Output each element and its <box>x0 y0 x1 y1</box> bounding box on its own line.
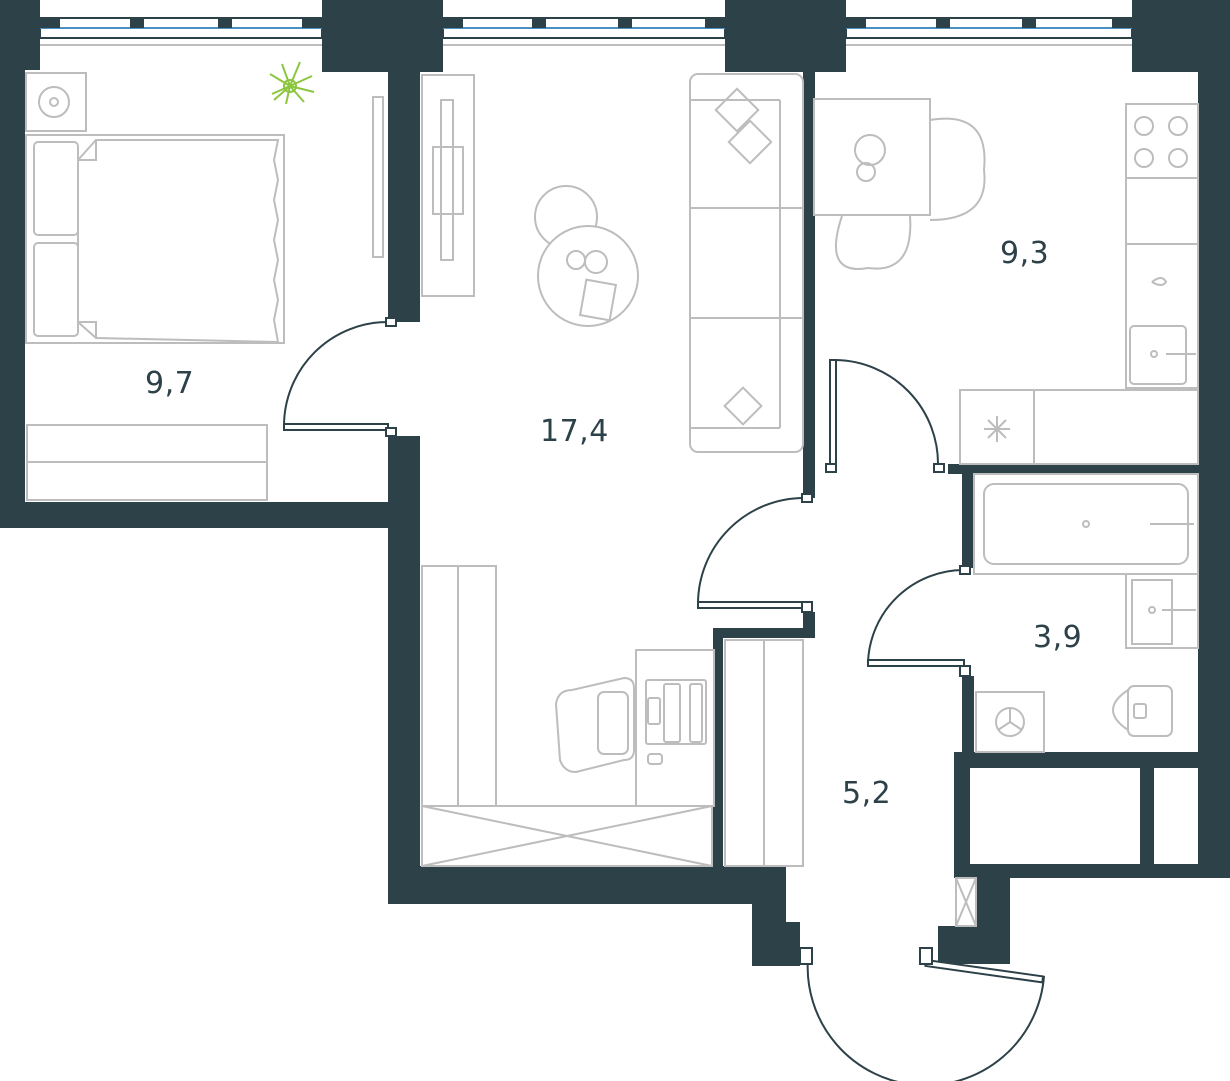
walls <box>0 0 1230 966</box>
window-bedroom <box>39 17 323 39</box>
storage-cross-icon <box>421 805 713 867</box>
wardrobe-icon <box>26 424 268 501</box>
bathroom <box>973 473 1199 753</box>
washer-icon <box>25 72 87 132</box>
door-bathroom <box>867 565 971 677</box>
desk-icon <box>554 649 715 807</box>
door-entrance <box>799 947 1045 1081</box>
coffee-table-icon <box>534 185 639 327</box>
hall-area-label: 5,2 <box>842 776 892 811</box>
tv-cabinet-icon <box>421 74 475 297</box>
window-living <box>442 17 726 39</box>
living-room <box>421 73 804 867</box>
bed-icon <box>25 134 285 344</box>
vent-shaft-icon <box>955 877 977 927</box>
door-kitchen <box>825 359 945 473</box>
wardrobe-icon <box>421 565 497 807</box>
plant-icon <box>269 61 315 105</box>
closet-icon <box>724 639 804 867</box>
kitchen-area-label: 9,3 <box>1000 236 1050 271</box>
bathroom-area-label: 3,9 <box>1033 620 1083 655</box>
bathtub-icon <box>973 473 1199 575</box>
bedroom <box>25 61 384 501</box>
washer-icon <box>975 691 1045 753</box>
dining-table-icon <box>813 98 986 270</box>
kitchen-counter-icon <box>959 103 1199 465</box>
window-kitchen <box>845 17 1133 39</box>
bedroom-area-label: 9,7 <box>145 366 195 401</box>
kitchen <box>813 98 1199 465</box>
living-area-label: 17,4 <box>540 414 609 449</box>
sink-icon <box>1125 573 1199 649</box>
sofa-icon <box>689 73 804 453</box>
toilet-icon <box>1112 685 1173 737</box>
door-living <box>697 493 813 613</box>
door-bedroom <box>283 317 397 437</box>
tv-icon <box>372 96 384 258</box>
